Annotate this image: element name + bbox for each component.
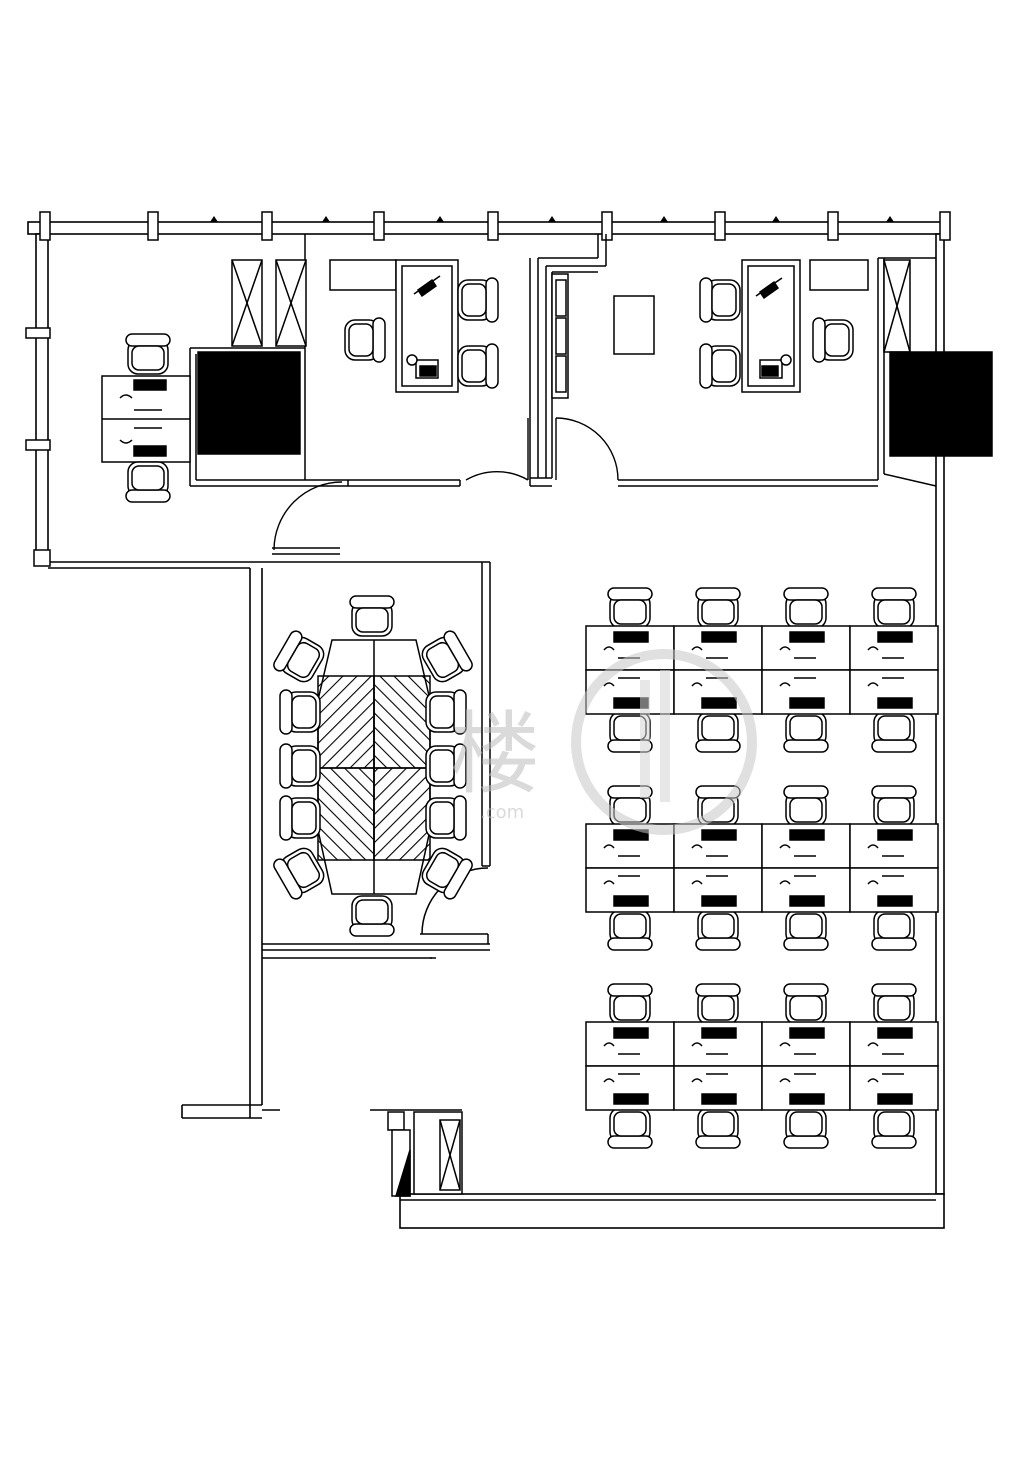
workstation-desk [761,1021,851,1067]
workstation-chair [783,1107,829,1149]
workstation-desk [849,669,939,715]
reception-chair [125,333,171,375]
meeting-chair [273,630,325,683]
workstation-desk [849,867,939,913]
workstation-chair [871,711,917,753]
meeting-chairs [273,595,473,937]
watermark: 楼 .com [450,649,757,835]
office-chairs [125,277,854,503]
workstation-desk [673,1021,763,1067]
workstation-desk [761,1065,851,1111]
workstation-desk [849,625,939,671]
meeting-chair [421,630,473,683]
meeting-chair [279,689,321,735]
workstation-desk [673,1065,763,1111]
executive-chair [344,317,386,363]
workstation-desk [849,1021,939,1067]
workstation-chair [783,909,829,951]
meeting-chair [425,689,467,735]
entry-fixtures [370,1109,463,1197]
workstation-desk [673,867,763,913]
workstation-chair [695,983,741,1025]
left-office [197,259,459,455]
workstation-desk [585,867,675,913]
right-office [741,259,993,457]
window-mullions [25,211,951,567]
workstation-desk [761,669,851,715]
visitor-chair [699,343,741,389]
workstation-cluster [585,785,939,951]
workstation-chair [783,711,829,753]
workstation-chair [871,1107,917,1149]
workstation-chair [607,909,653,951]
visitor-chair [699,277,741,323]
exterior-walls [27,221,949,1229]
workstation-chair [695,909,741,951]
workstation-desk [673,625,763,671]
workstation-chair [783,983,829,1025]
meeting-chair [279,743,321,789]
workstation-chair [871,909,917,951]
workstation-desk [849,823,939,869]
workstation-chair [695,587,741,629]
workstation-desk [585,823,675,869]
meeting-chair [425,743,467,789]
window-marks [210,216,894,222]
workstation-chair [607,587,653,629]
workstation-chair [871,785,917,827]
reception-chair [125,461,171,503]
visitor-chair [457,343,499,389]
workstation-chair [783,785,829,827]
workstation-cluster [585,587,939,753]
circle-logo-icon [571,649,757,835]
meeting-room-walls [262,562,491,959]
workstation-chair [695,711,741,753]
right-cabinet-solid [889,351,993,457]
workstation-chair [607,1107,653,1149]
workstation-desk [761,867,851,913]
workstation-desk [849,1065,939,1111]
meeting-chair [349,595,395,637]
front-desk [101,375,191,463]
meeting-table [317,639,431,895]
door-swings [272,417,619,555]
executive-chair [812,317,854,363]
workstation-chair [607,983,653,1025]
workstation-chair [783,587,829,629]
meeting-chair [349,895,395,937]
workstation-clusters [585,587,939,1149]
reception-area [551,273,655,399]
workstation-chair [871,587,917,629]
left-cabinet-solid [197,351,301,455]
workstation-cluster [585,983,939,1149]
watermark-subtext: .com [480,802,524,823]
workstation-desk [585,1065,675,1111]
meeting-chair [425,795,467,841]
visitor-chair [457,277,499,323]
workstation-desk [585,669,675,715]
watermark-text: 楼 [450,702,540,807]
workstation-desk [761,625,851,671]
meeting-chair [421,847,473,900]
meeting-chair [279,795,321,841]
workstation-chair [871,983,917,1025]
workstation-desk [585,1021,675,1067]
workstation-chair [695,1107,741,1149]
workstation-desk [761,823,851,869]
meeting-chair [273,847,325,900]
